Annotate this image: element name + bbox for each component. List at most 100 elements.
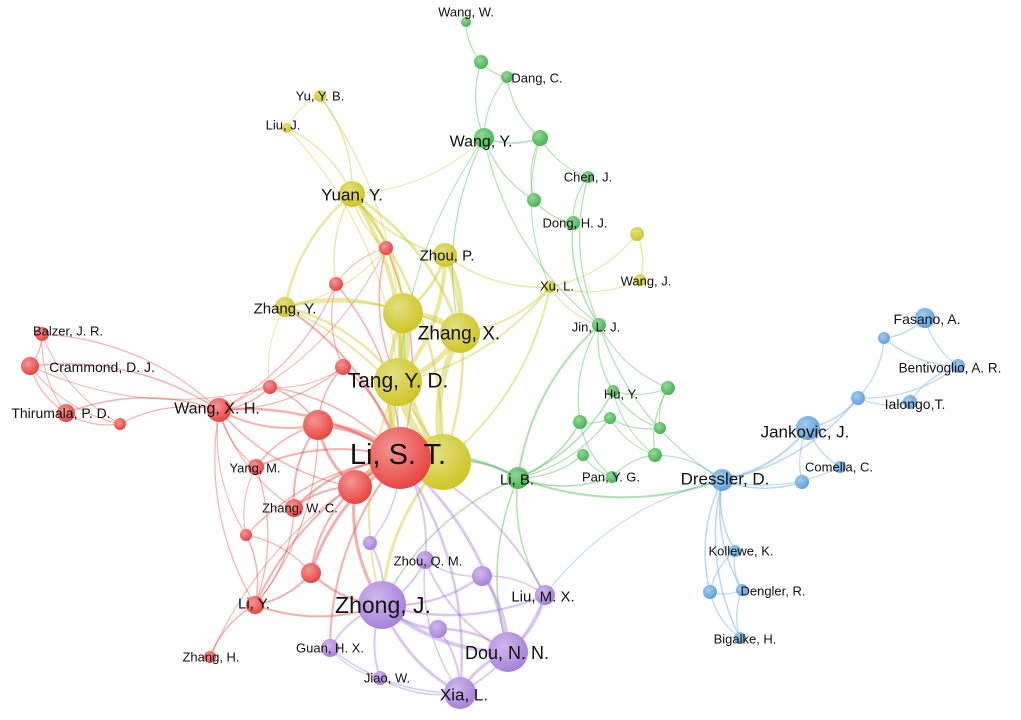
author-label: Jankovic, J.: [761, 423, 850, 442]
node-xia-l: [444, 677, 476, 709]
author-node: [338, 470, 372, 504]
node-balzer-j-r: [35, 327, 49, 341]
co-authorship-link: [29, 365, 271, 400]
author-node: [379, 241, 393, 255]
co-authorship-link: [254, 507, 295, 606]
node-jin-l-j: [592, 318, 606, 332]
co-authorship-link: [331, 283, 344, 368]
co-authorship-link: [214, 409, 256, 606]
co-authorship-link: [517, 477, 723, 499]
co-authorship-link: [218, 366, 344, 411]
node-liu-j: [282, 123, 292, 133]
node-dong-h-j: [566, 216, 580, 230]
author-label: Li, Y.: [238, 596, 270, 613]
co-authorship-link: [243, 466, 257, 536]
author-node: [240, 529, 252, 541]
author-node: [263, 380, 277, 394]
node-zhang-y: [275, 297, 295, 317]
author-node: [577, 449, 589, 461]
co-authorship-link: [704, 479, 723, 593]
author-node: [604, 412, 616, 424]
co-authorship-link: [597, 324, 614, 392]
co-authorship-link: [857, 365, 959, 399]
author-label: Li, B.: [500, 472, 534, 489]
author-label: Yuan, Y.: [321, 186, 383, 205]
node-zhang-h: [204, 651, 216, 663]
author-node: [532, 130, 548, 146]
node-jankovic-j: [796, 416, 820, 440]
co-authorship-link: [549, 279, 641, 293]
node-bentivoglio-a-r: [951, 359, 965, 373]
labels-layer: Wang, W.Dang, C.Wang, Y.Chen, J.Dong, H.…: [11, 5, 1001, 705]
author-label: Li, S. T.: [350, 439, 446, 471]
co-authorship-link: [329, 647, 461, 694]
node-bigalke-h: [734, 632, 746, 644]
node-dengler-r: [736, 584, 748, 596]
author-node: [654, 422, 666, 434]
node-dang-c: [501, 71, 513, 83]
co-authorship-link: [714, 479, 741, 639]
node-thirumala-p-d: [57, 404, 75, 422]
author-label: Zhang, H.: [182, 650, 239, 665]
author-node: [429, 620, 447, 638]
node-dou-n-n: [488, 632, 528, 672]
author-label: Xia, L.: [440, 686, 488, 705]
co-authorship-link: [350, 192, 402, 384]
node-yang-m: [248, 459, 264, 475]
node-yuan-y: [339, 181, 365, 207]
node-jiao-w: [373, 671, 387, 685]
author-label: Liu, M. X.: [511, 589, 574, 606]
node-wang-j: [634, 274, 646, 286]
co-authorship-link: [549, 233, 638, 288]
co-authorship-link: [254, 424, 319, 606]
co-authorship-link: [517, 324, 600, 479]
co-authorship-link: [254, 466, 269, 606]
co-authorship-link: [218, 409, 295, 509]
co-authorship-link: [218, 409, 356, 488]
co-authorship-link: [444, 254, 551, 288]
author-label: Wang, J.: [621, 274, 672, 289]
co-authorship-link: [29, 363, 220, 411]
nodes-layer: [21, 17, 965, 709]
co-authorship-link: [245, 534, 259, 606]
node-wang-y: [474, 128, 494, 148]
author-label: Zhang, W. C.: [262, 501, 338, 516]
co-authorship-link: [216, 409, 247, 536]
author-node: [472, 566, 492, 586]
author-label: Bigalke, H.: [714, 632, 777, 647]
author-label: Xu, L.: [540, 279, 574, 294]
co-authorship-link: [286, 127, 399, 383]
author-label: Dressler, D.: [681, 470, 770, 489]
author-label: Wang, X. H.: [174, 401, 260, 418]
co-authorship-link: [571, 222, 600, 326]
node-li-y: [246, 596, 264, 614]
author-label: Zhang, X.: [418, 324, 500, 345]
author-label: Zhou, P.: [420, 248, 475, 265]
author-node: [301, 563, 321, 583]
author-label: Jin, L. J.: [572, 320, 620, 335]
co-authorship-link: [451, 137, 485, 334]
co-authorship-link: [41, 333, 121, 425]
author-label: Balzer, J. R.: [33, 324, 103, 339]
co-authorship-link: [319, 95, 353, 195]
author-label: Yu, Y. B.: [296, 89, 345, 104]
author-node: [383, 293, 423, 333]
node-kollewe-k: [729, 545, 741, 557]
co-authorship-link: [530, 137, 541, 201]
node-liu-m-x: [535, 585, 555, 605]
co-authorship-link: [612, 390, 656, 456]
node-zhong-j: [358, 581, 406, 629]
author-node: [795, 475, 809, 489]
node-crammond-d-j: [21, 357, 39, 375]
co-authorship-link: [609, 417, 661, 430]
co-authorship-link: [530, 137, 551, 288]
co-authorship-link: [41, 333, 220, 411]
node-guan-h-x: [321, 639, 339, 657]
author-label: Ialongo,T.: [885, 396, 946, 412]
author-label: Pan, Y. G.: [582, 470, 640, 485]
node-hu-y: [607, 385, 619, 397]
author-node: [648, 448, 662, 462]
co-authorship-link: [718, 479, 743, 591]
author-node: [661, 381, 675, 395]
